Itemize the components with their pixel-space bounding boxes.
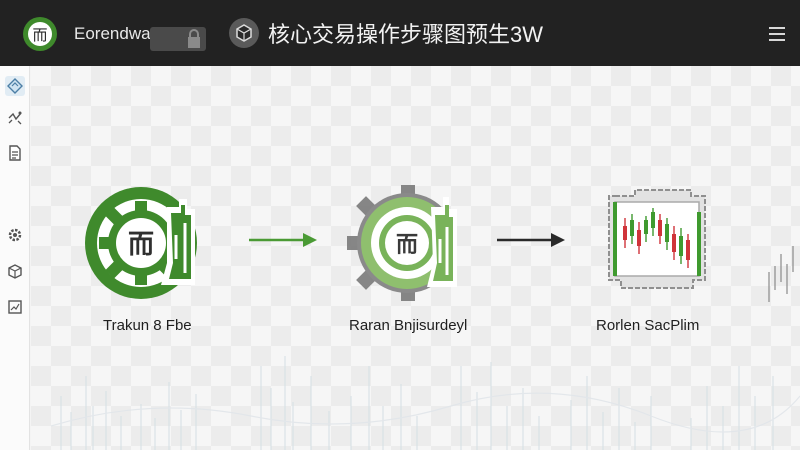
app-name: Eorendwac bbox=[74, 24, 160, 43]
candlestick-chart-icon bbox=[608, 189, 706, 289]
top-bar: 而 Eorendwac 核心交易操作步骤图预生3W bbox=[0, 0, 800, 66]
app-logo-glyph: 而 bbox=[32, 26, 47, 44]
flow-arrow-1-icon bbox=[249, 233, 319, 247]
sidebar-item-settings[interactable] bbox=[5, 225, 25, 245]
page-title: 核心交易操作步骤图预生3W bbox=[268, 22, 544, 47]
chart-icon bbox=[8, 300, 22, 314]
gear-icon bbox=[8, 228, 22, 242]
flow-step-2[interactable]: 而 bbox=[345, 183, 475, 303]
sidebar-item-document[interactable] bbox=[5, 143, 25, 163]
sidebar-item-diamond[interactable] bbox=[5, 76, 25, 96]
flow-step-1[interactable]: 而 bbox=[83, 183, 213, 303]
flow-step-3[interactable] bbox=[601, 188, 713, 292]
svg-text:而: 而 bbox=[396, 233, 418, 258]
gear-logo-faded-icon: 而 bbox=[347, 185, 457, 301]
gear-logo-icon: 而 bbox=[85, 187, 197, 299]
sidebar-item-sparkle[interactable] bbox=[5, 108, 25, 128]
flow-arrow-2-icon bbox=[497, 233, 567, 247]
svg-text:而: 而 bbox=[128, 230, 154, 260]
step-label-1: Trakun 8 Fbe bbox=[103, 317, 192, 334]
lock-icon bbox=[186, 29, 202, 49]
sidebar-item-box[interactable] bbox=[5, 261, 25, 281]
document-icon bbox=[9, 145, 21, 161]
box-icon bbox=[8, 264, 22, 279]
app-logo-icon[interactable]: 而 bbox=[22, 16, 58, 52]
flow-badge-icon bbox=[228, 17, 260, 49]
sidebar-item-chart[interactable] bbox=[5, 297, 25, 317]
step-label-2: Raran Bnjisurdeyl bbox=[349, 317, 468, 334]
background-chart-watermark bbox=[50, 246, 800, 450]
sidebar bbox=[0, 66, 30, 450]
flow-canvas: 而 而 bbox=[31, 66, 800, 450]
hamburger-menu-icon[interactable] bbox=[769, 27, 785, 41]
diamond-icon bbox=[7, 78, 23, 94]
step-label-3: Rorlen SacPlim bbox=[596, 317, 700, 334]
sparkle-icon bbox=[8, 111, 22, 125]
